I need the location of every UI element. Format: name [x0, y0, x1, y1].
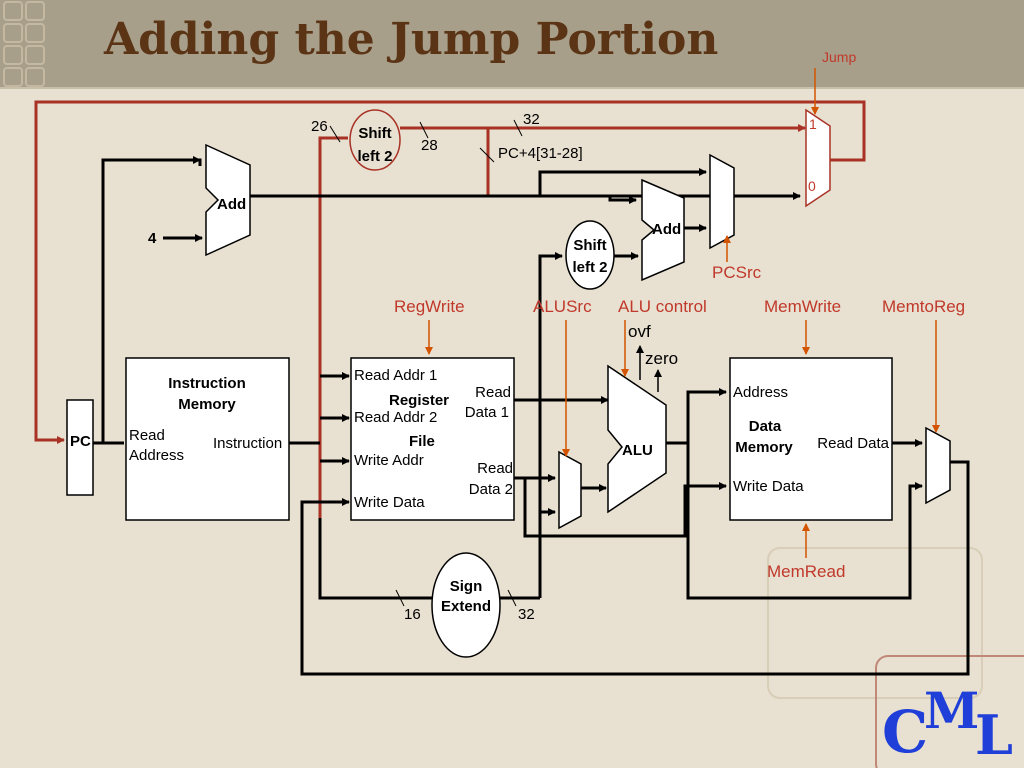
- bits-32-top-label: 32: [523, 111, 540, 128]
- dmem-label-b: Memory: [735, 439, 793, 456]
- bits-16-label: 16: [404, 606, 421, 623]
- zero-label: zero: [645, 349, 678, 368]
- dmem-read-data: Read Data: [817, 435, 889, 452]
- jump-mux-zero: 0: [808, 178, 816, 194]
- reg-rd1-a: Read: [475, 384, 511, 401]
- imem-label-a: Instruction: [168, 375, 246, 392]
- shift-left-branch: [565, 220, 615, 290]
- dmem-label-a: Data: [749, 418, 782, 435]
- alusrc-label: ALUSrc: [533, 297, 592, 316]
- pc-label: PC: [70, 433, 91, 450]
- imem-read-b: Address: [129, 447, 184, 464]
- logo-c: C: [882, 698, 928, 766]
- alu-control-label: ALU control: [618, 297, 707, 316]
- memread-label: MemRead: [767, 562, 845, 581]
- dmem-write-data: Write Data: [733, 478, 804, 495]
- reg-file-label: File: [409, 433, 435, 450]
- instruction-memory: [125, 357, 290, 521]
- sign-extend: [431, 552, 501, 658]
- memtoreg-mux: [925, 426, 951, 505]
- branch-adder: [641, 178, 685, 282]
- pc4-bits-label: PC+4[31-28]: [498, 145, 583, 162]
- sign-label-b: Extend: [441, 598, 491, 615]
- sign-label-a: Sign: [450, 578, 483, 595]
- reg-register-label: Register: [389, 392, 449, 409]
- jump-mux: [805, 108, 831, 208]
- dmem-address: Address: [733, 384, 788, 401]
- shift-left-jump: [349, 109, 401, 171]
- pcsrc-mux: [709, 153, 735, 250]
- alu-label: ALU: [622, 442, 653, 459]
- jump-loop-wire: [34, 100, 866, 444]
- adder2-label: Add: [652, 221, 681, 238]
- shift-jump-label-b: left 2: [357, 148, 392, 165]
- reg-read-addr1: Read Addr 1: [354, 367, 437, 384]
- reg-write-addr: Write Addr: [354, 452, 424, 469]
- ovf-label: ovf: [628, 322, 651, 341]
- memtoreg-label: MemtoReg: [882, 297, 965, 316]
- bottom-decoration: [767, 547, 1024, 768]
- jump-control-label: Jump: [822, 49, 856, 65]
- reg-read-addr2: Read Addr 2: [354, 409, 437, 426]
- bits-28-label: 28: [421, 137, 438, 154]
- pcsrc-label: PCSrc: [712, 263, 762, 282]
- alu: [607, 364, 667, 514]
- regwrite-label: RegWrite: [394, 297, 465, 316]
- shift-branch-label-a: Shift: [573, 237, 606, 254]
- alusrc-mux: [558, 450, 582, 530]
- four-label: 4: [148, 230, 157, 247]
- reg-write-data: Write Data: [354, 494, 425, 511]
- imem-instruction: Instruction: [213, 435, 282, 452]
- corner-decoration: [3, 1, 45, 87]
- pc-register: [66, 399, 94, 496]
- data-memory: [729, 357, 893, 521]
- pc-adder: [205, 143, 251, 257]
- memwrite-label: MemWrite: [764, 297, 841, 316]
- bits-32-bottom-label: 32: [518, 606, 535, 623]
- logo-l: L: [975, 703, 1013, 767]
- imem-read-a: Read: [129, 427, 165, 444]
- jump-mux-one: 1: [809, 116, 817, 132]
- reg-rd2-b: Data 2: [469, 481, 513, 498]
- shift-jump-label-a: Shift: [358, 125, 391, 142]
- imem-label-b: Memory: [178, 396, 236, 413]
- title-band: [0, 0, 1024, 88]
- adder1-label: Add: [217, 196, 246, 213]
- logo-m: M: [924, 681, 979, 740]
- reg-rd1-b: Data 1: [465, 404, 509, 421]
- title-rule: [0, 87, 1024, 89]
- instr-to-shift-wire: [318, 136, 348, 518]
- shift-branch-label-b: left 2: [572, 259, 607, 276]
- reg-rd2-a: Read: [477, 460, 513, 477]
- slide-title: Adding the Jump Portion: [104, 14, 719, 65]
- register-file: [350, 357, 515, 521]
- bits-26-label: 26: [311, 118, 328, 135]
